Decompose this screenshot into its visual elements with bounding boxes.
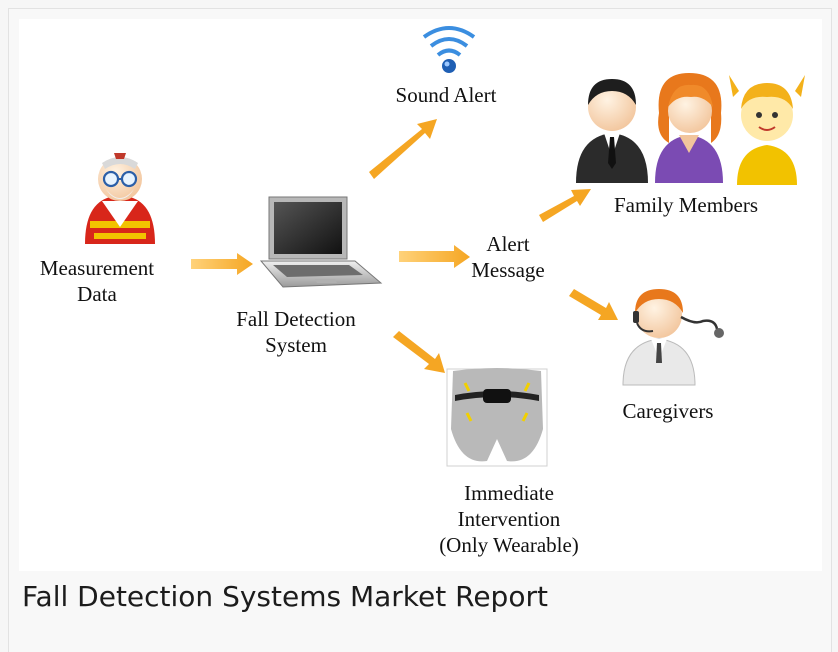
arrow-system-to-alert	[399, 245, 470, 268]
node-label-line: (Only Wearable)	[439, 533, 579, 557]
node-label-line: Intervention	[457, 507, 561, 531]
node-label-line: Measurement	[39, 256, 155, 280]
arrow-system-to-intervention	[393, 331, 445, 373]
node-label-line: Fall Detection	[236, 307, 356, 331]
node-label-line: Sound Alert	[395, 83, 497, 107]
wireless-signal-icon	[422, 26, 476, 73]
man-in-suit-icon	[576, 79, 648, 183]
arrow-system-to-sound	[369, 119, 437, 179]
node-alert-message: Alert Message	[453, 231, 563, 283]
node-label-line: Caregivers	[622, 399, 714, 423]
node-label-line: Message	[471, 258, 545, 282]
elderly-person-icon	[85, 153, 155, 244]
node-family-members: Family Members	[591, 192, 781, 218]
caregiver-headset-icon	[622, 289, 724, 386]
wearable-belt-icon	[446, 368, 548, 467]
diagram-canvas	[85, 26, 805, 467]
child-icon	[729, 75, 805, 185]
node-label-line: System	[265, 333, 327, 357]
arrow-alert-to-caregivers	[569, 289, 618, 320]
node-fall-detection-system: Fall Detection System	[231, 306, 361, 358]
woman-icon	[655, 73, 723, 183]
node-label-line: Data	[77, 282, 117, 306]
arrow-measurement-to-system	[191, 253, 253, 275]
arrow-alert-to-family	[539, 189, 591, 222]
node-immediate-intervention: Immediate Intervention (Only Wearable)	[409, 480, 609, 558]
node-label-line: Immediate	[464, 481, 554, 505]
laptop-icon	[259, 196, 383, 288]
node-measurement-data: Measurement Data	[35, 255, 159, 307]
node-label-line: Alert	[486, 232, 530, 256]
diagram-figure: Measurement Data Fall Detection System S…	[19, 19, 822, 571]
node-caregivers: Caregivers	[603, 398, 733, 424]
figure-caption: Fall Detection Systems Market Report	[22, 580, 548, 613]
node-sound-alert: Sound Alert	[381, 82, 511, 108]
node-label-line: Family Members	[613, 193, 759, 217]
